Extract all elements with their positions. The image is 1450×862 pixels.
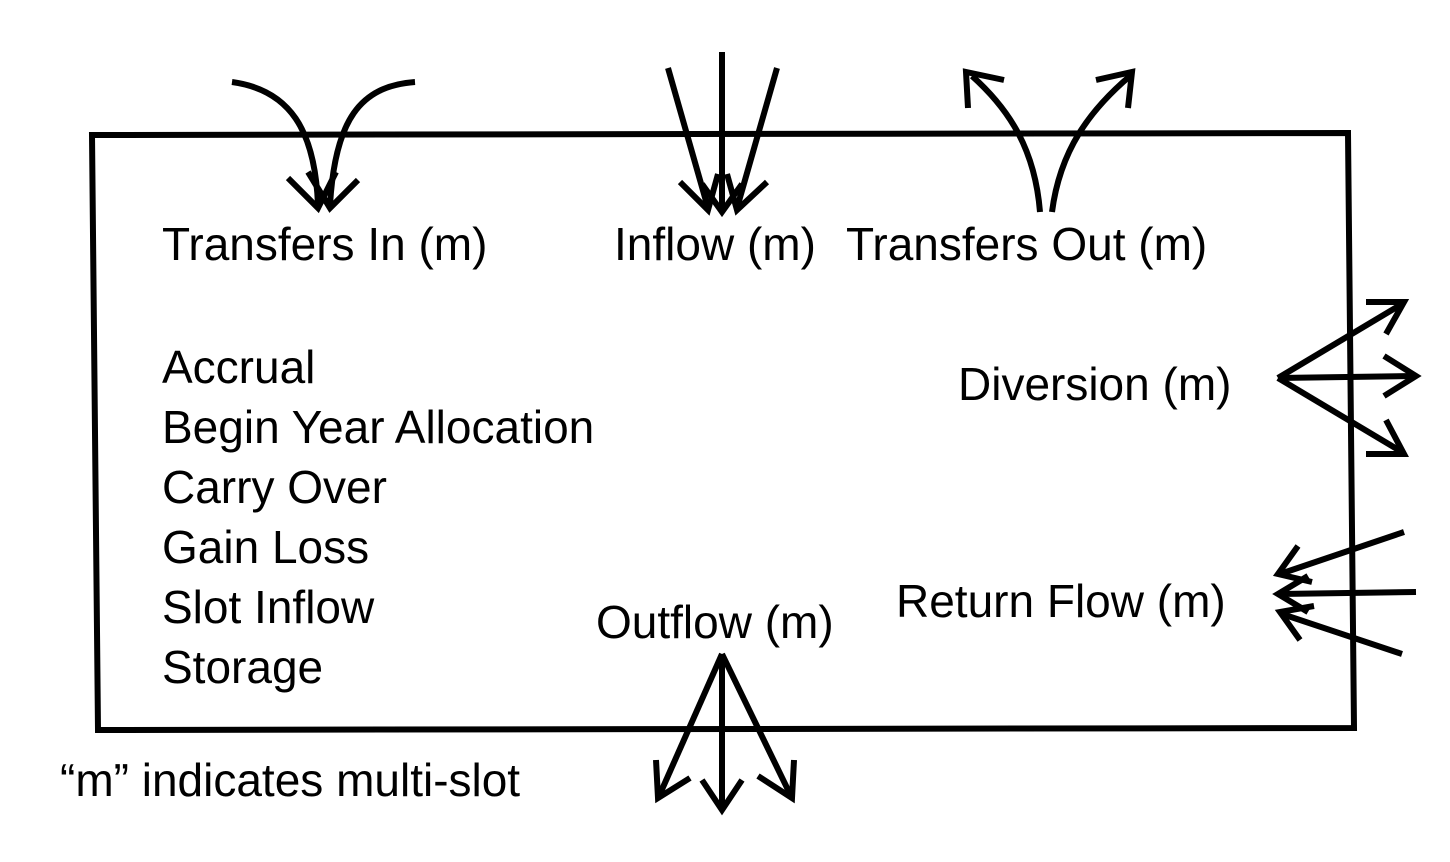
slot-item: Accrual: [162, 341, 315, 393]
inflow-label: Inflow (m): [614, 218, 816, 270]
transfers-in-label: Transfers In (m): [162, 218, 487, 270]
transfers-out-label: Transfers Out (m): [846, 218, 1207, 270]
return-flow-arrows: [1272, 529, 1417, 657]
outflow-label: Outflow (m): [596, 596, 834, 648]
diversion-label: Diversion (m): [958, 358, 1231, 410]
slot-item: Carry Over: [162, 461, 387, 513]
transfers-in-arrows: [231, 79, 416, 214]
footnote: “m” indicates multi-slot: [60, 754, 520, 806]
transfers-out-arrows: [962, 68, 1136, 213]
slot-item: Begin Year Allocation: [162, 401, 594, 453]
slot-item: Storage: [162, 641, 323, 693]
slot-item: Slot Inflow: [162, 581, 375, 633]
slot-item: Gain Loss: [162, 521, 369, 573]
account-box: [88, 129, 1358, 734]
inflow-arrows: [665, 52, 780, 218]
return-flow-label: Return Flow (m): [896, 575, 1226, 627]
slot-list: Accrual Begin Year Allocation Carry Over…: [162, 341, 594, 693]
diversion-arrows: [1276, 299, 1422, 457]
outflow-arrows: [653, 652, 797, 816]
